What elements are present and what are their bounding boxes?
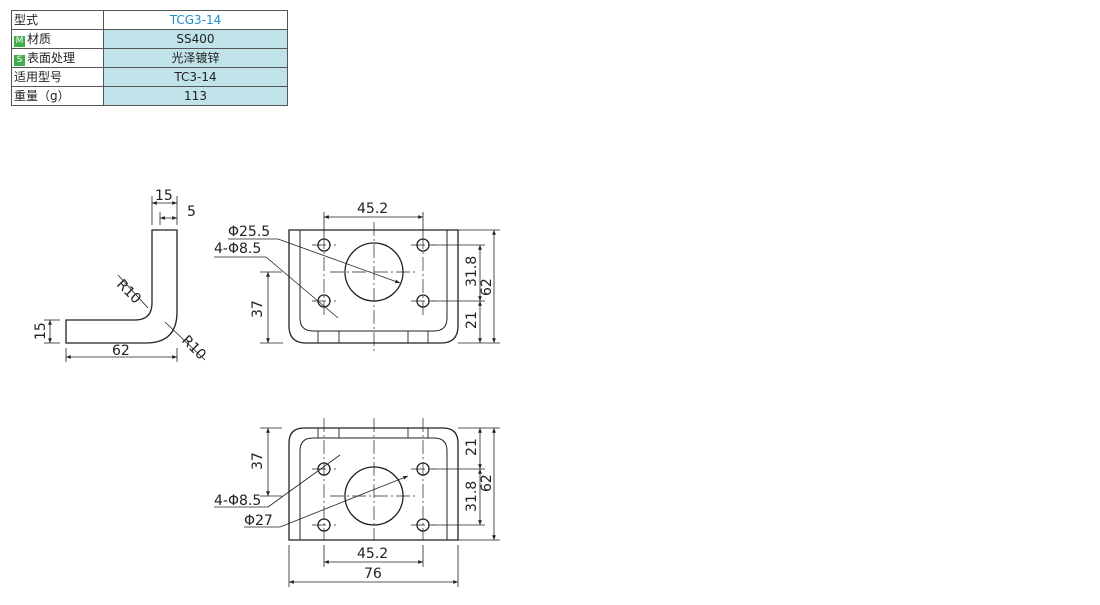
dim-top-holes: 4-Φ8.5 <box>214 241 261 257</box>
spec-label-model: 型式 <box>11 10 104 30</box>
side-view <box>44 196 206 362</box>
dim-bottom-bore: Φ27 <box>244 513 273 529</box>
dim-side-thickness: 15 <box>33 322 49 340</box>
dim-bottom-overall-width: 76 <box>364 566 382 582</box>
surface-badge-icon: S <box>14 55 25 66</box>
bottom-view <box>214 418 500 587</box>
dim-side-radius-inner: R10 <box>178 333 209 364</box>
dim-top-bore: Φ25.5 <box>228 224 270 240</box>
dim-side-top-thickness: 15 <box>155 188 173 204</box>
spec-label-weight: 重量（g） <box>11 86 104 106</box>
spec-value-surface: 光泽镀锌 <box>103 48 288 68</box>
dim-top-hole-spacing-x: 45.2 <box>357 201 388 217</box>
material-badge-icon: M <box>14 36 25 47</box>
dim-bottom-hole-spacing-y: 31.8 <box>464 481 480 512</box>
dim-top-overall: 62 <box>479 278 495 296</box>
top-view-outline <box>288 229 459 344</box>
spec-value-applicable: TC3-14 <box>103 67 288 87</box>
dim-bottom-overall-right: 62 <box>479 474 495 492</box>
dim-bottom-holes: 4-Φ8.5 <box>214 493 261 509</box>
spec-value-weight: 113 <box>103 86 288 106</box>
dim-bottom-hole-spacing-x: 45.2 <box>357 546 388 562</box>
spec-row-model: 型式 TCG3-14 <box>11 10 288 30</box>
dim-side-lip: 5 <box>187 204 196 220</box>
spec-label-applicable: 适用型号 <box>11 67 104 87</box>
dim-side-length: 62 <box>112 343 130 359</box>
dim-bottom-edge-offset: 21 <box>464 438 480 456</box>
dim-top-hole-spacing-y: 31.8 <box>464 256 480 287</box>
spec-value-material: SS400 <box>103 29 288 49</box>
dim-top-left-height: 37 <box>250 300 266 318</box>
spec-value-model: TCG3-14 <box>103 10 288 30</box>
bottom-view-outline <box>288 427 459 541</box>
top-view <box>214 212 500 352</box>
dim-side-radius-outer: R10 <box>113 277 144 308</box>
dim-top-edge-offset: 21 <box>464 311 480 329</box>
spec-row-weight: 重量（g） 113 <box>11 86 288 106</box>
dim-bottom-left-height: 37 <box>250 452 266 470</box>
spec-row-applicable: 适用型号 TC3-14 <box>11 67 288 87</box>
l-profile-outline <box>65 229 178 344</box>
